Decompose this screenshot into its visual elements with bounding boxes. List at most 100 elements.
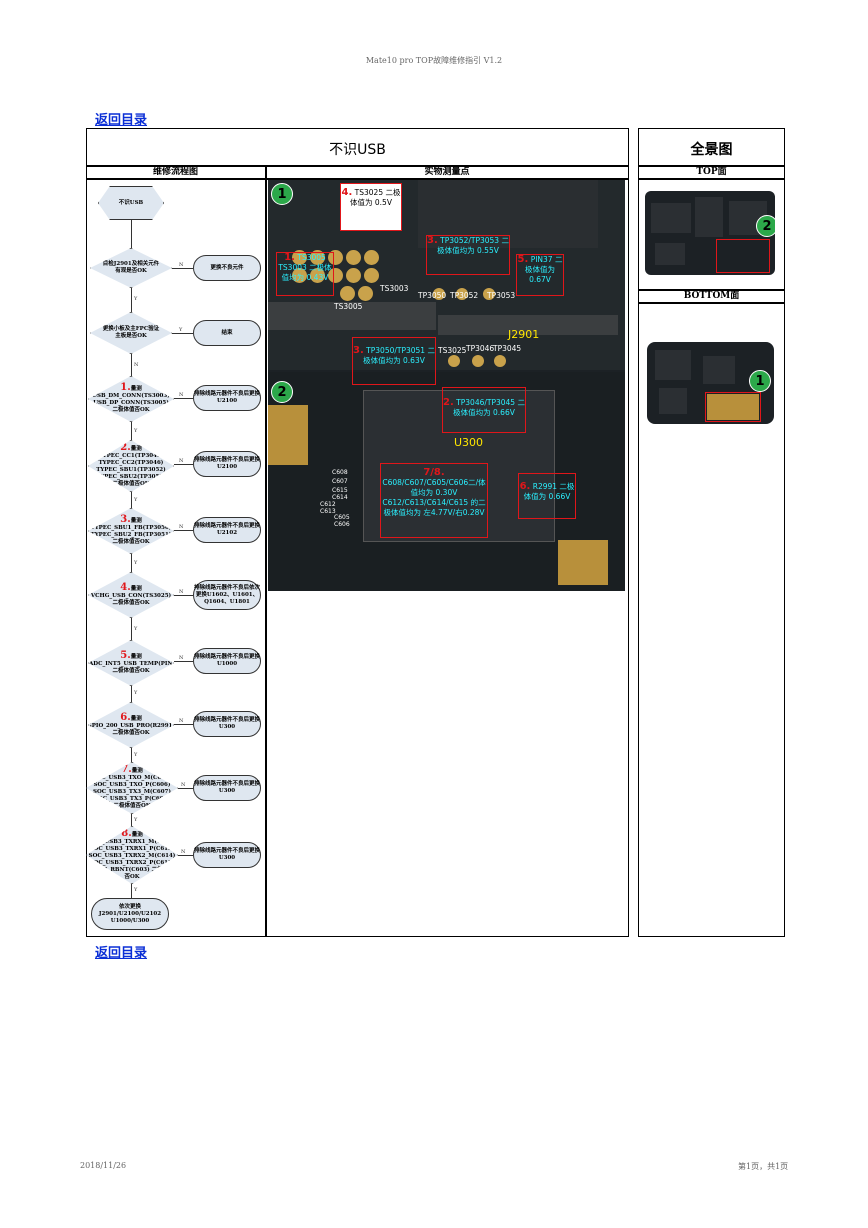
yes-label: Y bbox=[134, 428, 138, 434]
gold-shield bbox=[268, 405, 308, 465]
part-label: C606 bbox=[334, 521, 350, 528]
no-label: N bbox=[179, 655, 184, 661]
part-label: C605 bbox=[334, 514, 350, 521]
test-pad bbox=[292, 268, 307, 283]
flow-action-3: 排除线路元器件不良后更换U2100 bbox=[193, 385, 261, 411]
flow-line bbox=[131, 354, 132, 376]
test-pad bbox=[328, 250, 343, 265]
test-pad bbox=[448, 355, 460, 367]
annotation-6: 6. R2991 二极体值为 0.66V bbox=[518, 473, 576, 519]
flow-line bbox=[131, 422, 132, 440]
part-label: C607 bbox=[332, 478, 348, 485]
test-pad bbox=[328, 268, 343, 283]
test-pad bbox=[346, 268, 361, 283]
no-label: N bbox=[179, 718, 184, 724]
measure-column-header: 实物测量点 bbox=[424, 167, 470, 177]
test-pad bbox=[494, 355, 506, 367]
test-pad bbox=[433, 288, 445, 300]
flow-line bbox=[178, 788, 193, 789]
board-chip bbox=[651, 203, 691, 233]
flow-action-9: 排除线路元器件不良后更换U300 bbox=[193, 775, 261, 801]
test-pad bbox=[456, 288, 468, 300]
flow-line bbox=[172, 333, 193, 334]
flow-line bbox=[131, 288, 132, 312]
flow-line bbox=[178, 855, 193, 856]
flow-line bbox=[131, 748, 132, 762]
top-face-header: TOP面 bbox=[696, 167, 727, 177]
region-badge: 1 bbox=[271, 183, 293, 205]
no-label: N bbox=[179, 458, 184, 464]
test-pad bbox=[310, 268, 325, 283]
region-badge: 1 bbox=[749, 370, 771, 392]
annotation-78: 7/8. C608/C607/C605/C606二/体值均为 0.30V C61… bbox=[380, 463, 488, 538]
no-label: N bbox=[179, 262, 184, 268]
overview-title: 全景图 bbox=[690, 142, 733, 158]
flow-action-4: 排除线路元器件不良后更换U2100 bbox=[193, 451, 261, 477]
flow-line bbox=[174, 595, 193, 596]
flow-line bbox=[131, 814, 132, 826]
connector bbox=[268, 302, 436, 330]
divider bbox=[86, 165, 629, 167]
connector bbox=[438, 315, 618, 335]
flow-line bbox=[172, 268, 193, 269]
u300-chip bbox=[363, 390, 555, 542]
divider bbox=[638, 289, 785, 291]
test-pad bbox=[310, 250, 325, 265]
part-label: C608 bbox=[332, 469, 348, 476]
part-label: TP3053 bbox=[487, 291, 516, 300]
gold-shield bbox=[558, 540, 608, 585]
test-pad bbox=[346, 250, 361, 265]
no-label: N bbox=[181, 782, 186, 788]
board-chip bbox=[655, 350, 691, 380]
divider bbox=[265, 165, 267, 937]
back-to-contents-link-bottom[interactable]: 返回目录 bbox=[95, 946, 148, 961]
yes-label: Y bbox=[134, 296, 138, 302]
no-label: N bbox=[181, 849, 186, 855]
yes-label: Y bbox=[179, 327, 183, 333]
flow-line bbox=[174, 398, 193, 399]
bottom-face-header: BOTTOM面 bbox=[683, 291, 740, 301]
flow-line bbox=[131, 220, 132, 248]
divider bbox=[638, 165, 785, 167]
board-chip bbox=[695, 197, 723, 237]
footer-date: 2018/11/26 bbox=[80, 1161, 127, 1170]
yes-label: Y bbox=[134, 887, 138, 893]
test-pad bbox=[472, 355, 484, 367]
part-label: TP3052 bbox=[450, 291, 479, 300]
part-label: TP3046 bbox=[466, 344, 495, 353]
test-pad bbox=[292, 250, 307, 265]
yes-label: Y bbox=[134, 690, 138, 696]
footer-page: 第1页，共1页 bbox=[738, 1162, 789, 1171]
flow-line bbox=[131, 618, 132, 640]
flow-action-5: 排除线路元器件不良后更换U2102 bbox=[193, 517, 261, 543]
connector-label: J2901 bbox=[508, 328, 540, 341]
annotation-3b: 3. TP3050/TP3051 二极体值均为 0.63V bbox=[352, 337, 436, 385]
region-badge: 2 bbox=[756, 215, 775, 237]
flow-line bbox=[131, 884, 132, 898]
flow-action-1: 更换不良元件 bbox=[193, 255, 261, 281]
overview-table bbox=[638, 128, 785, 937]
yes-label: Y bbox=[134, 626, 138, 632]
flow-action-10: 排除线路元器件不良后更换U300 bbox=[193, 842, 261, 868]
yes-label: Y bbox=[134, 817, 138, 823]
test-pad bbox=[364, 250, 379, 265]
part-label: C612 bbox=[320, 501, 336, 508]
annotation-1: 1. TS3005 TS3003 二极体值均为 0.43V bbox=[276, 252, 334, 296]
board-chip bbox=[655, 243, 685, 265]
yes-label: Y bbox=[134, 497, 138, 503]
test-pad bbox=[483, 288, 495, 300]
bottom-board-image: 1 bbox=[647, 342, 774, 424]
back-to-contents-link-top[interactable]: 返回目录 bbox=[95, 113, 148, 128]
part-label: TP3045 bbox=[493, 344, 522, 353]
flow-end: 依次更换 J2901/U2100/U2102 U1000/U300 bbox=[91, 898, 169, 930]
yes-label: Y bbox=[134, 560, 138, 566]
board-chip bbox=[418, 180, 598, 248]
flow-column-header: 维修流程图 bbox=[152, 167, 198, 177]
flow-line bbox=[174, 661, 193, 662]
part-label: TS3025 bbox=[438, 346, 467, 355]
no-label: N bbox=[134, 362, 139, 368]
part-label: TP3050 bbox=[418, 291, 447, 300]
flow-line bbox=[174, 530, 193, 531]
no-label: N bbox=[179, 524, 184, 530]
measurement-photo: 1 2 4. TS3025 二极体值为 0.5V 1. TS3005 TS300… bbox=[268, 180, 625, 591]
